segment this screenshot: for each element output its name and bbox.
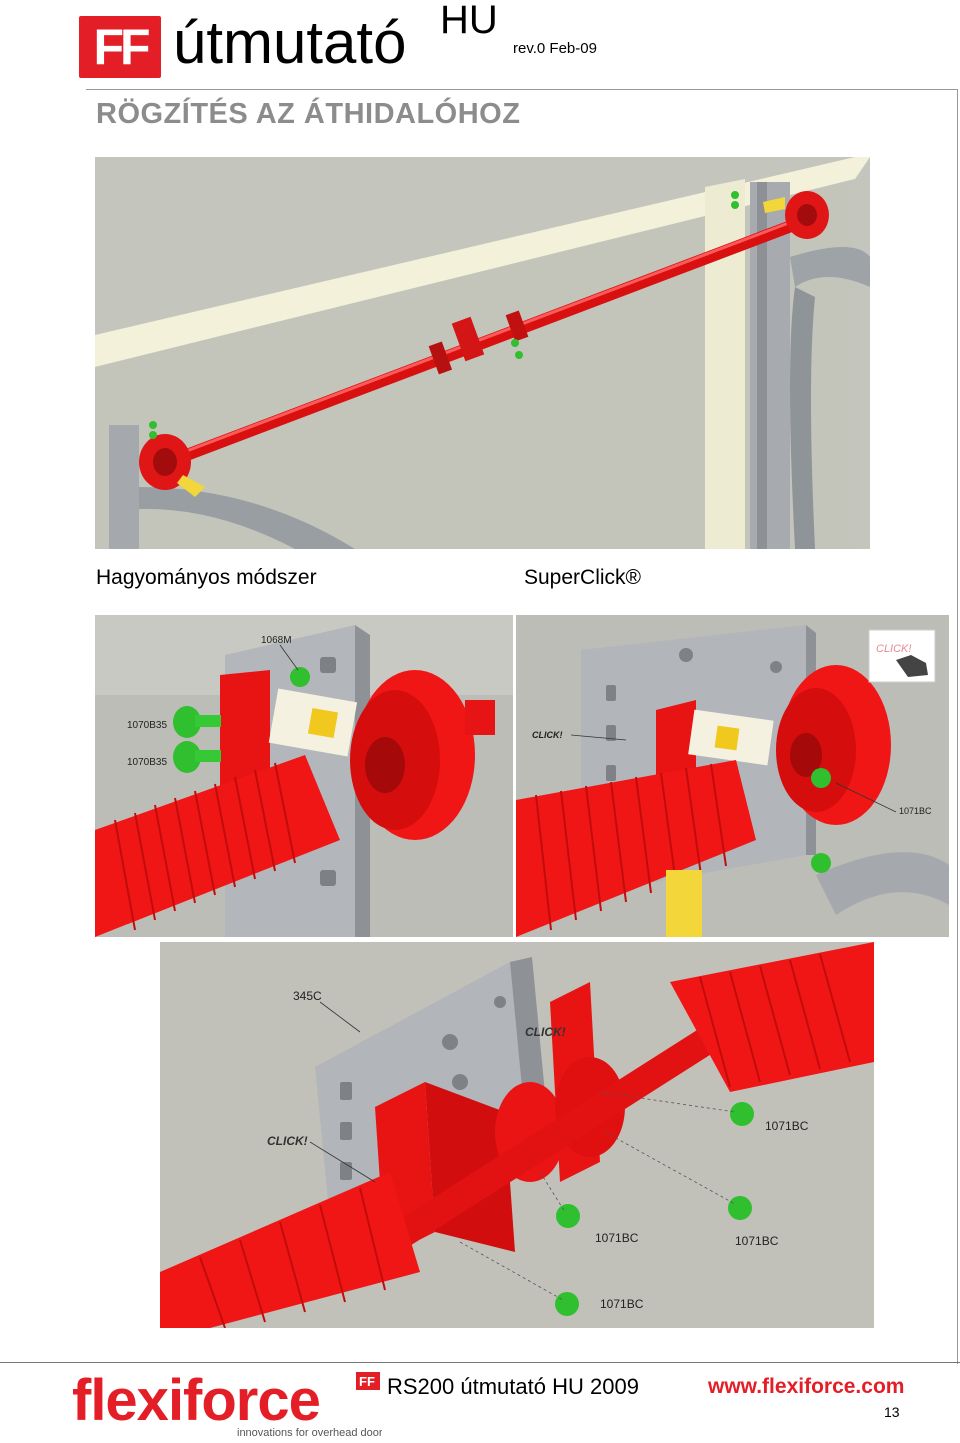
callout-click-left: CLICK!: [267, 1134, 308, 1148]
page-frame-right: [957, 89, 958, 1364]
traditional-method-illustration: 1068M 1070B35 1070B35: [95, 615, 513, 937]
callout-1071bc-center: 1071BC: [595, 1231, 639, 1245]
footer-url-link[interactable]: www.flexiforce.com: [708, 1375, 905, 1398]
document-title: útmutató: [173, 9, 407, 76]
brand-tagline: innovations for overhead doors: [237, 1427, 382, 1438]
click-badge-text: CLICK!: [876, 643, 911, 655]
section-title: RÖGZÍTÉS AZ ÁTHIDALÓHOZ: [96, 98, 521, 130]
ff-logo: FF: [79, 16, 161, 78]
callout-1070b35-lower: 1070B35: [127, 757, 167, 768]
brand-badge: FF: [359, 1374, 375, 1389]
callout-1071bc: 1071BC: [899, 806, 932, 816]
flexiforce-logo: flexiforce FF innovations for overhead d…: [72, 1368, 389, 1439]
superclick-illustration: CLICK! CLICK! 1071BC: [516, 615, 949, 937]
callout-1068m: 1068M: [261, 635, 292, 646]
callout-345c: 345C: [293, 989, 322, 1003]
callout-1071bc-right-lower: 1071BC: [735, 1234, 779, 1248]
label-superclick: SuperClick®: [524, 566, 642, 589]
language-code: HU: [440, 0, 498, 42]
label-traditional-method: Hagyományos módszer: [96, 566, 317, 589]
footer-product: RS200 útmutató HU 2009: [387, 1374, 639, 1399]
ff-logo-text: FF: [93, 19, 150, 75]
overview-illustration: [95, 157, 870, 549]
callout-1070b35-upper: 1070B35: [127, 720, 167, 731]
brand-wordmark: flexiforce: [72, 1370, 320, 1433]
header-divider: [86, 89, 958, 90]
callout-click: CLICK!: [532, 730, 563, 740]
callout-1071bc-right-upper: 1071BC: [765, 1119, 809, 1133]
callout-1071bc-bottom: 1071BC: [600, 1297, 644, 1311]
page-number: 13: [884, 1404, 900, 1420]
footer-divider: [0, 1362, 960, 1363]
callout-click-upper: CLICK!: [525, 1025, 566, 1039]
superclick-exploded-illustration: 345C CLICK! CLICK! 1071BC 1071BC 1071BC …: [160, 942, 874, 1328]
revision-label: rev.0 Feb-09: [513, 40, 597, 57]
